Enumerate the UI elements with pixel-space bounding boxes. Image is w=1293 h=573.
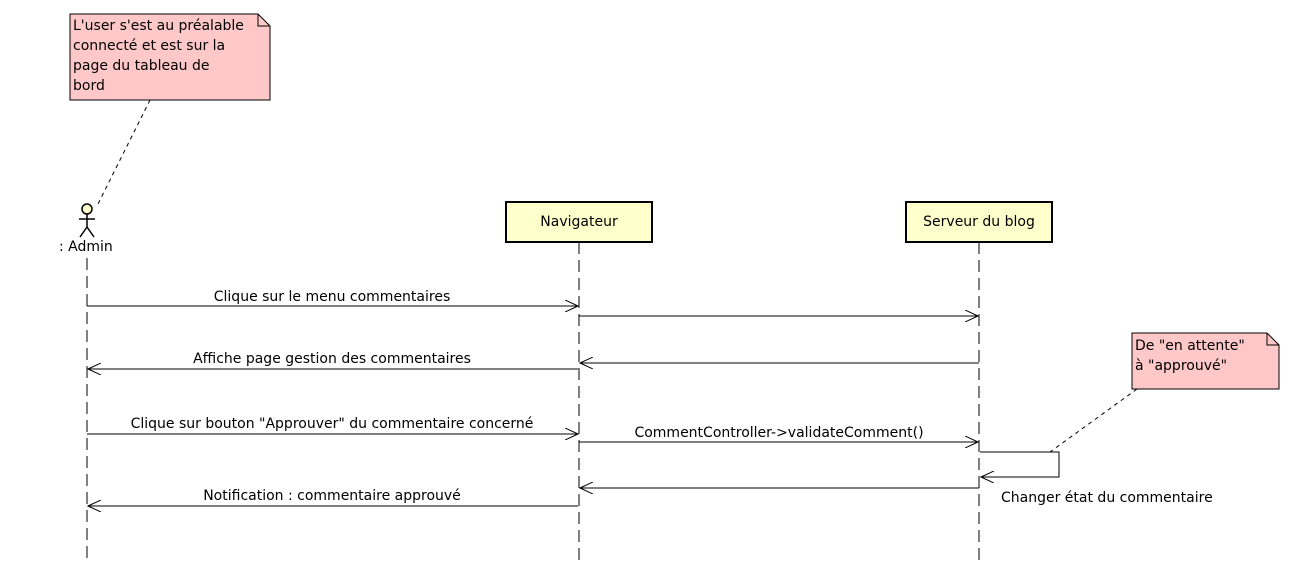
state-change-note: De "en attente" à "approuvé" [1131, 332, 1280, 390]
browser-participant: Navigateur [505, 201, 653, 243]
server-participant-label: Serveur du blog [923, 214, 1035, 230]
admin-actor: : Admin [59, 203, 113, 255]
precondition-note-connector [96, 99, 151, 207]
server-participant: Serveur du blog [905, 201, 1053, 243]
message-label-1: Clique sur le menu commentaires [214, 289, 451, 305]
message-label-4: Clique sur bouton "Approuver" du comment… [131, 416, 534, 432]
message-label-5: CommentController->validateComment() [634, 425, 923, 441]
actor-label: : Admin [59, 239, 113, 255]
precondition-note-line-1: L'user s'est au préalable [73, 18, 244, 34]
message-label-3: Affiche page gestion des commentaires [193, 351, 471, 367]
actor-head-icon [81, 203, 93, 215]
message-label-7: Notification : commentaire approuvé [203, 488, 461, 504]
message-arrow-6-self [980, 451, 1060, 477]
state-note-line-2: à "approuvé" [1135, 358, 1227, 374]
precondition-note: L'user s'est au préalable connecté et es… [69, 13, 271, 101]
precondition-note-line-2: connecté et est sur la [73, 38, 225, 54]
message-label-6: Changer état du commentaire [1001, 490, 1213, 506]
state-note-connector [1049, 388, 1138, 453]
precondition-note-line-4: bord [73, 78, 105, 94]
precondition-note-line-3: page du tableau de [73, 58, 210, 74]
state-note-line-1: De "en attente" [1135, 338, 1245, 354]
browser-participant-label: Navigateur [540, 214, 618, 230]
